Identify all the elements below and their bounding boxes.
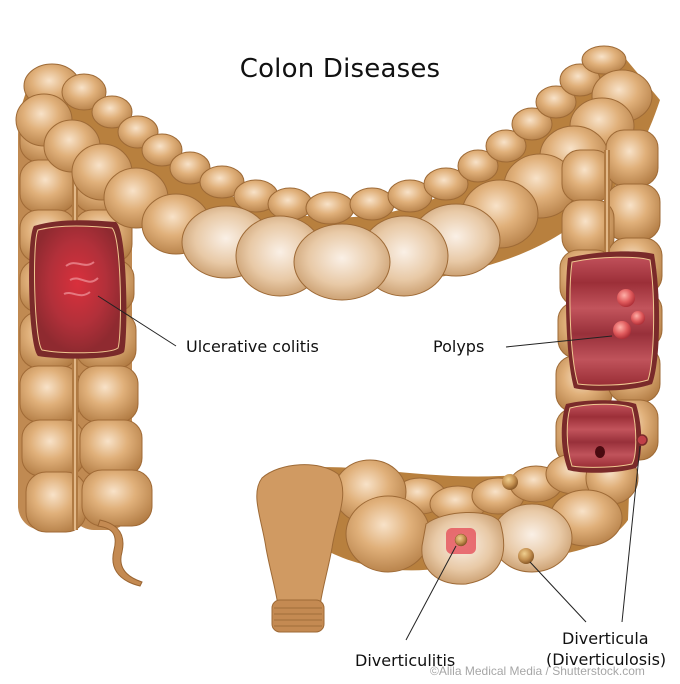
anal-canal bbox=[271, 599, 325, 633]
sigmoid-colon bbox=[256, 451, 639, 633]
diagram-title: Colon Diseases bbox=[239, 54, 441, 84]
label-ulcerative-colitis: Ulcerative colitis bbox=[186, 337, 319, 356]
diverticulum-pouch bbox=[518, 548, 534, 564]
diverticulum-pouch-top bbox=[502, 474, 518, 490]
label-diverticula: Diverticula bbox=[562, 629, 649, 648]
polyps-cutaway bbox=[566, 251, 660, 391]
label-diverticulosis: (Diverticulosis) bbox=[546, 650, 667, 669]
polyp bbox=[617, 289, 635, 307]
diverticulum-opening bbox=[595, 446, 605, 458]
rectum bbox=[256, 464, 344, 607]
inflamed-diverticulum bbox=[454, 533, 468, 547]
polyp bbox=[613, 321, 631, 339]
label-diverticulitis: Diverticulitis bbox=[355, 651, 456, 670]
diverticula-cutaway bbox=[561, 400, 648, 473]
diverticulum-outpouch bbox=[636, 434, 648, 446]
transverse-colon bbox=[15, 45, 660, 301]
label-polyps: Polyps bbox=[433, 337, 485, 356]
polyp bbox=[631, 311, 645, 325]
diverticulitis-segment bbox=[421, 512, 534, 585]
leader-lines bbox=[97, 295, 641, 641]
appendix bbox=[97, 519, 143, 587]
copyright-watermark: ©Alila Medical Media / Shutterstock.com bbox=[430, 664, 645, 678]
ulcerative-colitis-cutaway bbox=[29, 220, 127, 359]
